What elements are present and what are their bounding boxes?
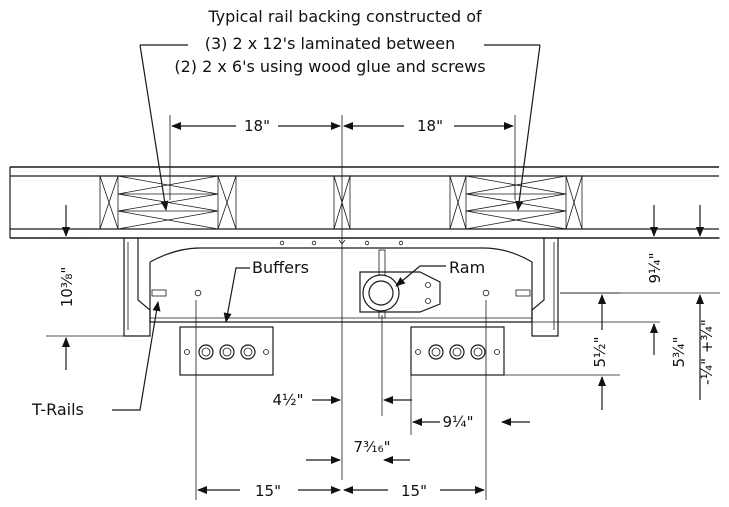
dim-bottom-right-15: 15": [401, 482, 427, 500]
t-rails-leader: [112, 301, 161, 411]
dim-top-left-18: 18": [244, 117, 270, 135]
note-line-2: (3) 2 x 12's laminated between: [205, 34, 456, 53]
dim-right-vertical-outer: 5¾": [670, 337, 688, 368]
left-upright: [123, 238, 151, 337]
note-line-1: Typical rail backing constructed of: [207, 7, 482, 26]
crosshead-top-curve: [149, 247, 533, 263]
dim-right-vertical-tolerance: -¼" +¾": [698, 319, 716, 385]
buffers-leader: [223, 267, 250, 323]
right-vertical-dimensions: 9¼" 5½" 5¾" -¼" +¾": [414, 205, 720, 410]
dim-ram-offset: 9¼": [443, 413, 474, 431]
ram-bracket: [359, 271, 441, 313]
center-blocking: [333, 175, 351, 230]
backing-note: Typical rail backing constructed of (3) …: [139, 7, 541, 211]
dim-center-offset: 7³⁄₁₆": [354, 438, 391, 456]
dim-right-vertical-mid: 5½": [591, 337, 609, 368]
dim-left-vertical: 10⅜": [58, 267, 76, 308]
buffer-left: [179, 326, 274, 376]
ram-inner-circle: [368, 280, 394, 306]
left-t-rail-stub: [151, 289, 167, 297]
ram-leader: [395, 265, 446, 287]
right-t-rail-stub: [515, 289, 531, 297]
dim-bottom-left-15: 15": [255, 482, 281, 500]
left-vertical-dimension: 10⅜": [46, 205, 124, 370]
note-leader-left: [139, 44, 169, 211]
hole-right: [482, 289, 490, 297]
wood-backing: [9, 166, 719, 239]
ram: [359, 249, 441, 319]
label-t-rails: T-Rails: [31, 400, 84, 419]
right-2x12-block: [449, 175, 583, 230]
dim-buffer-offset: 4½": [273, 391, 304, 409]
left-2x12-block: [99, 175, 237, 230]
hole-left: [194, 289, 202, 297]
dim-right-vertical-top: 9¼": [646, 253, 664, 284]
offset-dimensions: 4½" 9¼" 7³⁄₁₆": [273, 315, 530, 464]
buffer-right: [410, 326, 505, 376]
label-ram: Ram: [449, 258, 485, 277]
note-line-3: (2) 2 x 6's using wood glue and screws: [174, 57, 485, 76]
bottom-dimensions: 15" 15": [195, 300, 487, 500]
note-leader-right: [515, 44, 541, 211]
car-frame: [123, 238, 559, 337]
right-upright: [531, 238, 559, 337]
dim-top-right-18: 18": [417, 117, 443, 135]
label-buffers: Buffers: [252, 258, 309, 277]
callouts: Buffers Ram T-Rails: [31, 258, 485, 419]
